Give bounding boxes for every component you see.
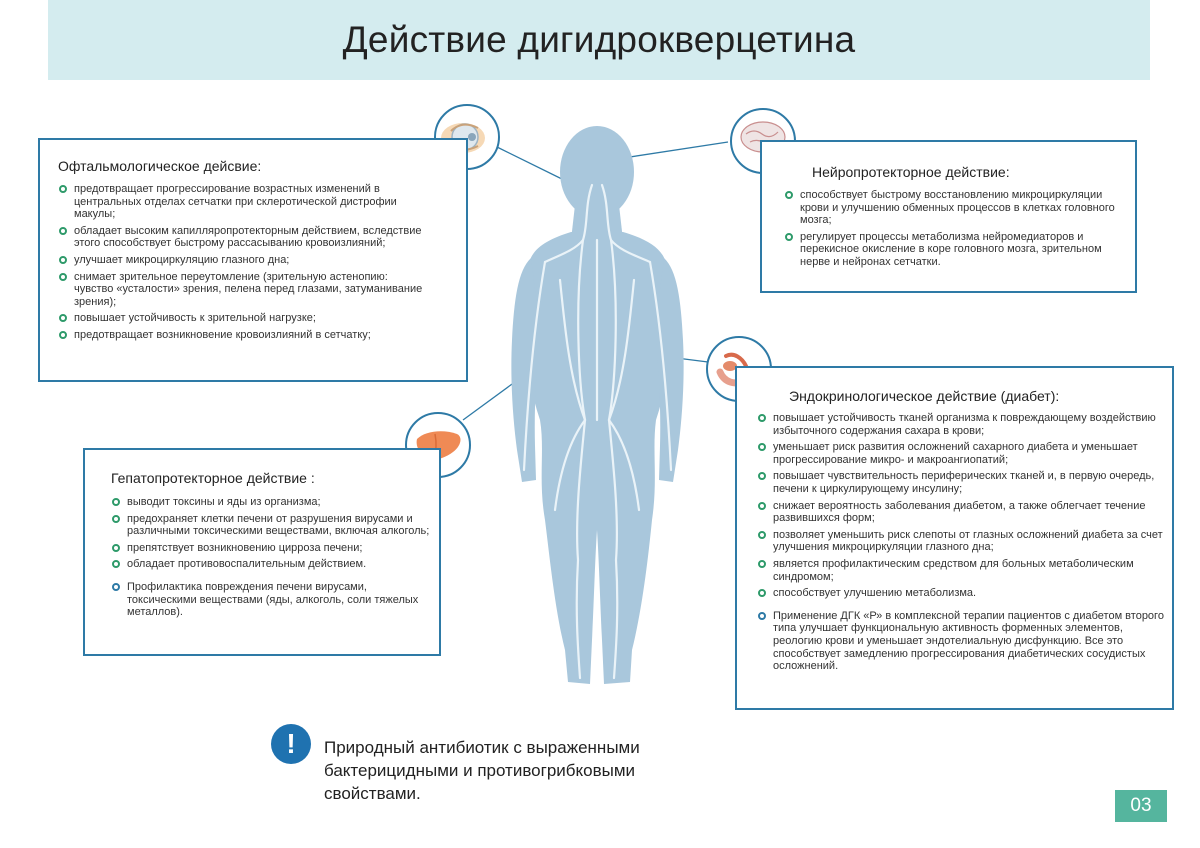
neuroprotection-list: способствует быстрому восстановлению мик… [784,189,1129,273]
list-item: снижает вероятность заболевания диабетом… [757,500,1167,525]
list-item: повышает чувствительность периферических… [757,470,1167,495]
hepatoprotection-heading: Гепатопротекторное действие : [111,470,315,486]
list-item: позволяет уменьшить риск слепоты от глаз… [757,529,1167,554]
body-silhouette [511,126,684,684]
list-item-extra: Применение ДГК «Р» в комплексной терапии… [757,610,1167,673]
connector-eye [496,146,569,183]
endocrinology-heading: Эндокринологическое действие (диабет): [789,388,1060,404]
list-item: снимает зрительное переутомление (зрител… [58,271,430,309]
ophthalmology-panel: Офтальмологическое дейсвие: предотвращае… [38,138,468,382]
vessel-lines [522,183,673,680]
hepatoprotection-panel: Гепатопротекторное действие : выводит то… [83,448,441,656]
page-title: Действие дигидрокверцетина [342,19,856,60]
list-item: предотвращает прогрессирование возрастны… [58,183,430,221]
list-item: обладает высоким капилляропротекторным д… [58,225,430,250]
list-item: является профилактическим средством для … [757,558,1167,583]
neuroprotection-heading: Нейропротекторное действие: [812,164,1010,180]
list-item: выводит токсины и яды из организма; [111,496,433,509]
endocrinology-panel: Эндокринологическое действие (диабет): п… [735,366,1174,710]
page-number: 03 [1115,790,1167,822]
list-item: препятствует возникновению цирроза печен… [111,542,433,555]
ophthalmology-list: предотвращает прогрессирование возрастны… [58,183,430,346]
list-item: уменьшает риск развития осложнений сахар… [757,441,1167,466]
list-item: предотвращает возникновение кровоизлияни… [58,329,430,342]
title-band: Действие дигидрокверцетина [48,0,1150,80]
exclamation-icon: ! [271,724,311,764]
antibiotic-note: Природный антибиотик с выраженными бакте… [324,738,640,803]
list-item: способствует быстрому восстановлению мик… [784,189,1129,227]
list-item: обладает противовоспалительным действием… [111,558,433,571]
list-item-extra: Профилактика повреждения печени вирусами… [111,581,433,619]
list-item: регулирует процессы метаболизма нейромед… [784,231,1129,269]
neuroprotection-panel: Нейропротекторное действие: способствует… [760,140,1137,293]
hepatoprotection-list: выводит токсины и яды из организма; пред… [111,496,433,623]
list-item: улучшает микроциркуляцию глазного дна; [58,254,430,267]
list-item: способствует улучшению метаболизма. [757,587,1167,600]
list-item: повышает устойчивость к зрительной нагру… [58,312,430,325]
ophthalmology-heading: Офтальмологическое дейсвие: [58,158,262,174]
list-item: повышает устойчивость тканей организма к… [757,412,1167,437]
list-item: предохраняет клетки печени от разрушения… [111,513,433,538]
endocrinology-list: повышает устойчивость тканей организма к… [757,412,1167,677]
